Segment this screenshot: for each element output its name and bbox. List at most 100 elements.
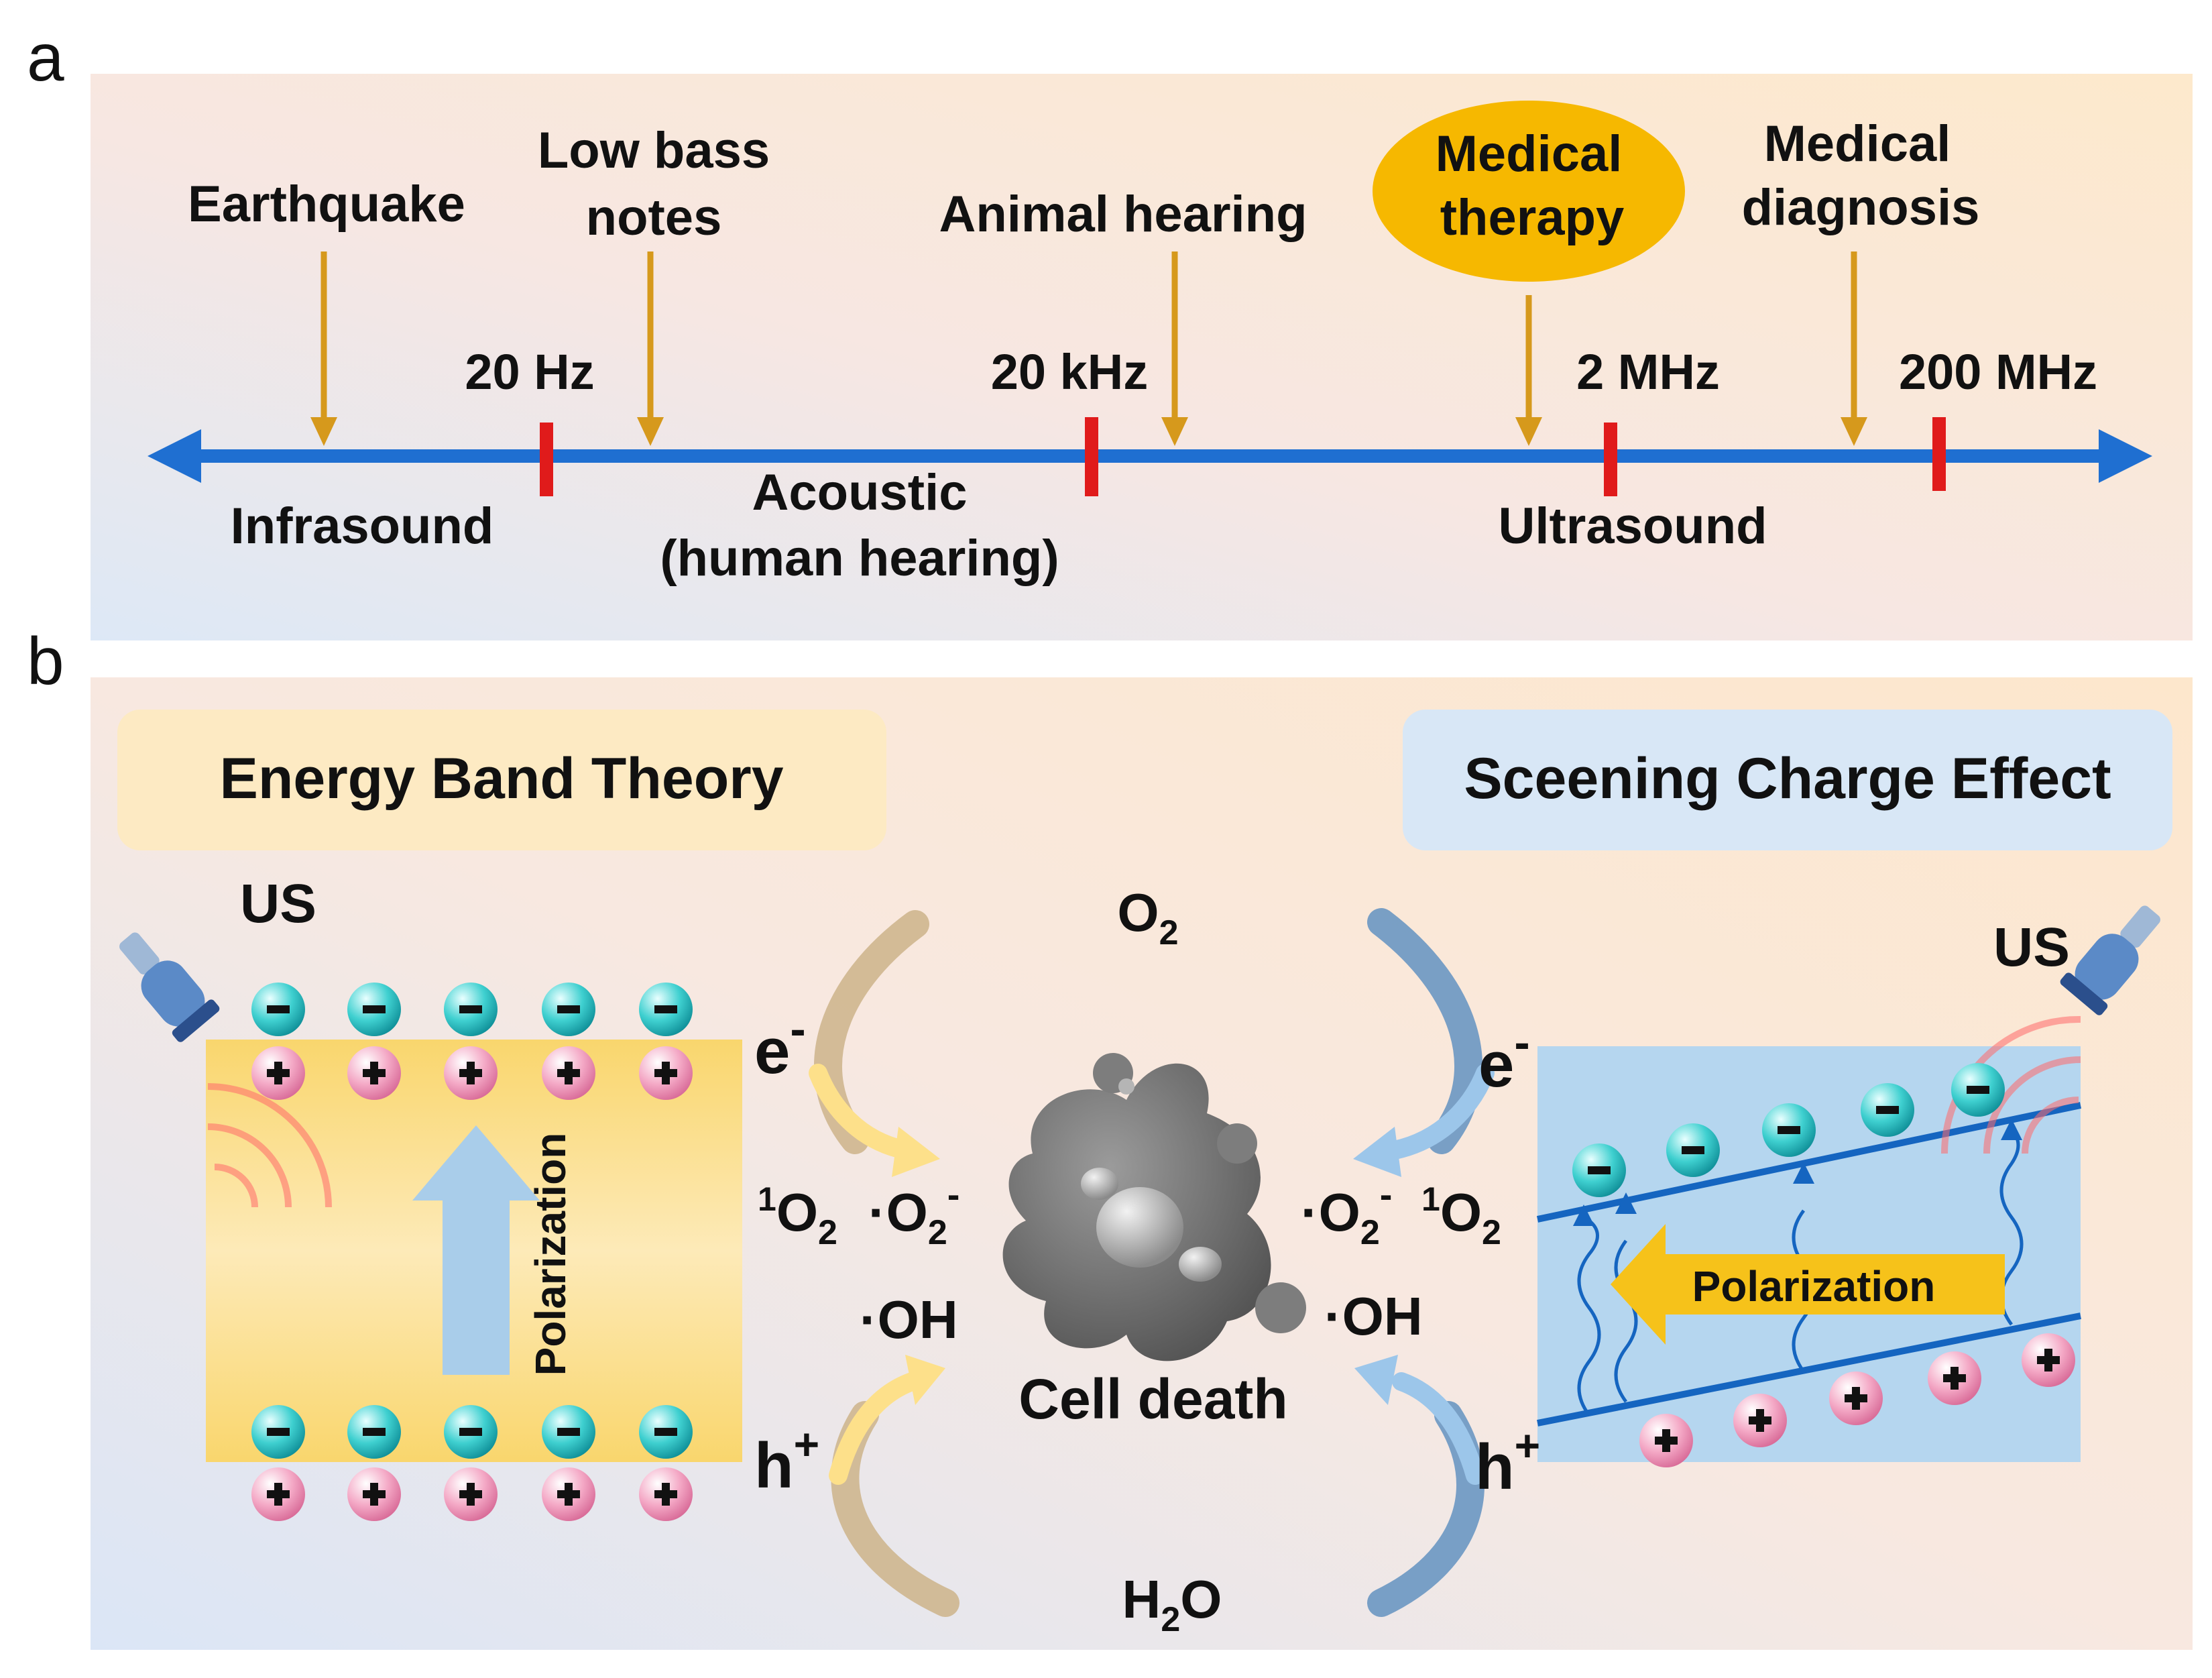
negative-charge bbox=[1666, 1123, 1720, 1177]
curve-arrowhead-h-left bbox=[905, 1355, 945, 1405]
negative-charge bbox=[347, 1405, 401, 1459]
panel-a-background bbox=[91, 74, 2193, 640]
hole-right-label: h+ bbox=[1475, 1420, 1540, 1503]
negative-charge bbox=[444, 983, 498, 1036]
left-hydroxyl-label: ·OH bbox=[860, 1290, 958, 1349]
positive-charge bbox=[251, 1046, 305, 1100]
event-label-earthquake: Earthquake bbox=[188, 176, 465, 233]
tick-label-200mhz: 200 MHz bbox=[1899, 344, 2097, 400]
frequency-axis bbox=[148, 429, 2152, 483]
curve-arrow-h-left bbox=[829, 1372, 921, 1485]
positive-charge bbox=[444, 1046, 498, 1100]
left-us-label: US bbox=[240, 873, 316, 934]
curve-arrowhead-e-right bbox=[1353, 1127, 1401, 1177]
left-charges bbox=[251, 983, 693, 1521]
right-polarization-label: Polarization bbox=[1692, 1262, 1936, 1310]
positive-charge bbox=[542, 1046, 595, 1100]
tick-label-20hz: 20 Hz bbox=[465, 344, 594, 400]
event-label-animal-hearing: Animal hearing bbox=[939, 186, 1307, 243]
tick-200mhz bbox=[1932, 417, 1946, 491]
tick-20khz bbox=[1085, 417, 1098, 496]
negative-charge bbox=[347, 983, 401, 1036]
event-label-low-bass-line1: Low bass bbox=[538, 122, 770, 179]
curve-arrow-e-right bbox=[1385, 1064, 1495, 1160]
positive-charge bbox=[1733, 1394, 1787, 1447]
left-polarization-arrow bbox=[412, 1125, 540, 1375]
right-title: Sceening Charge Effect bbox=[1464, 746, 2111, 811]
negative-charge bbox=[251, 983, 305, 1036]
negative-charge bbox=[1762, 1103, 1816, 1157]
right-wavy-arrowheads bbox=[1573, 1119, 2022, 1226]
curve-arrow-h-right bbox=[1392, 1372, 1485, 1485]
electron-right-label: e- bbox=[1478, 1016, 1530, 1101]
event-arrow-medical-therapy bbox=[1515, 295, 1542, 446]
right-superoxide-label: ·O2- bbox=[1301, 1173, 1392, 1252]
electron-left-label: e- bbox=[754, 1003, 806, 1087]
tick-20hz bbox=[540, 423, 553, 496]
curve-arrowhead-h-right bbox=[1354, 1355, 1398, 1405]
negative-charge bbox=[1572, 1143, 1626, 1197]
region-label-infrasound: Infrasound bbox=[231, 498, 494, 555]
negative-charge bbox=[542, 983, 595, 1036]
dead-cell-icon bbox=[1002, 1053, 1306, 1361]
axis-left-arrowhead bbox=[148, 429, 201, 483]
negative-charge bbox=[1951, 1063, 2005, 1117]
left-title-box bbox=[117, 710, 886, 850]
event-arrow-earthquake bbox=[310, 251, 337, 446]
medical-therapy-highlight bbox=[1373, 101, 1685, 282]
tick-label-20khz: 20 kHz bbox=[991, 344, 1148, 400]
right-charges bbox=[1572, 1063, 2075, 1467]
negative-charge bbox=[251, 1405, 305, 1459]
left-superoxide-label: ·O2- bbox=[868, 1173, 959, 1252]
tick-label-2mhz: 2 MHz bbox=[1576, 344, 1720, 400]
axis-right-arrowhead bbox=[2099, 429, 2152, 483]
wavy-arrow-2 bbox=[1614, 1239, 1638, 1403]
event-label-medical-diagnosis-line2: diagnosis bbox=[1742, 179, 1980, 236]
cell-death-label: Cell death bbox=[1018, 1367, 1287, 1431]
curve-arrowhead-e-left bbox=[892, 1127, 940, 1177]
positive-charge bbox=[542, 1467, 595, 1521]
right-hydroxyl-label: ·OH bbox=[1324, 1286, 1423, 1346]
tick-2mhz bbox=[1604, 423, 1617, 496]
event-arrow-low-bass bbox=[637, 251, 664, 446]
curve-arrow-e-left bbox=[809, 1064, 915, 1160]
left-us-probe bbox=[119, 932, 220, 1042]
right-band-line-bottom bbox=[1537, 1312, 2081, 1427]
negative-charge bbox=[639, 1405, 693, 1459]
left-singlet-oxygen-label: 1O2 bbox=[758, 1180, 837, 1252]
h2o-label: H2O bbox=[1122, 1569, 1222, 1639]
panel-b-label: b bbox=[27, 624, 64, 699]
positive-charge bbox=[444, 1467, 498, 1521]
positive-charge bbox=[639, 1467, 693, 1521]
negative-charge bbox=[444, 1405, 498, 1459]
positive-charge bbox=[639, 1046, 693, 1100]
region-label-ultrasound: Ultrasound bbox=[1498, 498, 1767, 555]
right-singlet-oxygen-label: 1O2 bbox=[1421, 1180, 1501, 1252]
positive-charge bbox=[2022, 1333, 2075, 1387]
panel-a-label: a bbox=[27, 20, 64, 95]
event-label-medical-diagnosis-line1: Medical bbox=[1764, 115, 1951, 172]
left-ultrasound-waves bbox=[207, 1083, 332, 1208]
right-ultrasound-waves bbox=[1941, 1015, 2081, 1154]
right-polarization-arrow bbox=[1611, 1224, 2005, 1345]
right-us-probe bbox=[2060, 905, 2160, 1015]
hole-left-label: h+ bbox=[754, 1419, 819, 1502]
o2-label: O2 bbox=[1117, 883, 1178, 952]
negative-charge bbox=[542, 1405, 595, 1459]
positive-charge bbox=[347, 1046, 401, 1100]
right-title-box bbox=[1403, 710, 2172, 850]
left-polarization-label: Polarization bbox=[526, 1133, 575, 1376]
positive-charge bbox=[347, 1467, 401, 1521]
region-label-acoustic-line1: Acoustic bbox=[752, 464, 968, 521]
event-arrow-animal-hearing bbox=[1161, 251, 1188, 446]
negative-charge bbox=[1861, 1083, 1914, 1137]
positive-charge bbox=[1928, 1351, 1981, 1405]
right-us-label: US bbox=[1993, 917, 2070, 978]
event-label-low-bass-line2: notes bbox=[586, 189, 722, 246]
region-label-acoustic-line2: (human hearing) bbox=[660, 530, 1059, 587]
wavy-arrow-1 bbox=[1577, 1219, 1601, 1416]
event-label-medical-therapy-line2: therapy bbox=[1440, 189, 1625, 246]
event-label-medical-therapy-line1: Medical bbox=[1436, 125, 1623, 182]
positive-charge bbox=[1639, 1414, 1693, 1467]
